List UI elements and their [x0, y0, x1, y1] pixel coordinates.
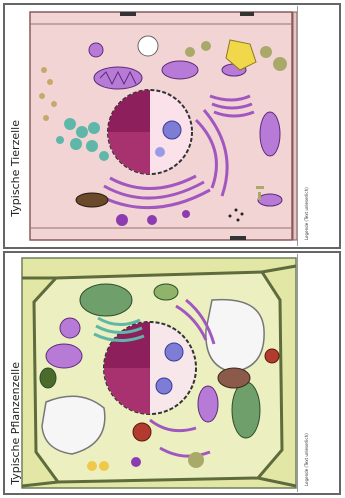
animal-lysosome [182, 210, 190, 218]
plant-mitochondrion [60, 318, 80, 338]
animal-peroxisome [260, 46, 272, 58]
plant-chloroplast [232, 382, 260, 438]
plant-amyloplast [218, 368, 250, 388]
animal-peroxisome [273, 57, 287, 71]
plant-peroxisome [265, 349, 279, 363]
animal-nucleolus [155, 147, 165, 157]
desmosome [230, 236, 246, 240]
desmosome [240, 12, 254, 16]
animal-smooth-er [70, 138, 82, 150]
animal-centriole [256, 186, 264, 189]
plant-nucleolus [165, 343, 183, 361]
plant-panel-title: Typische Pflanzenzelle [9, 362, 22, 485]
animal-pigment-granule [76, 193, 108, 207]
animal-secretory-granule [41, 67, 47, 73]
animal-vesicle [185, 47, 195, 57]
animal-smooth-er [86, 140, 98, 152]
plant-chloroplast [40, 368, 56, 388]
animal-smooth-er [88, 122, 100, 134]
animal-smooth-er [99, 151, 109, 161]
animal-smooth-er [64, 118, 76, 130]
plant-legend-text: Legende (Text unleserlich) [304, 260, 332, 486]
animal-ribosome-cluster [237, 219, 240, 222]
plant-chloroplast [80, 284, 132, 316]
plant-lysosome [131, 457, 141, 467]
plant-chloroplast [154, 284, 178, 300]
animal-ribosome-cluster [241, 213, 244, 216]
plant-peroxisome [133, 423, 151, 441]
animal-vacuole [138, 36, 158, 56]
plant-lipid-droplet [87, 461, 97, 471]
animal-mitochondrion [260, 112, 280, 156]
animal-ribosome-cluster [235, 209, 238, 212]
plant-mitochondrion [198, 386, 218, 422]
animal-secretory-granule [47, 79, 53, 85]
animal-legend-strip: Legende (Text unleserlich) [297, 6, 338, 246]
animal-smooth-er [76, 126, 88, 138]
animal-vesicle [201, 41, 211, 51]
animal-mitochondrion [258, 194, 282, 206]
plant-nucleolus [156, 378, 172, 394]
animal-secretory-granule [39, 93, 45, 99]
animal-smooth-er [56, 136, 64, 144]
animal-lysosome [89, 43, 103, 57]
animal-secretory-granule [51, 101, 57, 107]
animal-secretory-granule [43, 115, 49, 121]
animal-panel-title: Typische Tierzelle [9, 120, 22, 217]
plant-legend-strip: Legende (Text unleserlich) [297, 254, 338, 492]
plant-central-vacuole [206, 300, 264, 372]
plant-mitochondrion [46, 344, 82, 368]
animal-legend-text: Legende (Text unleserlich) [304, 12, 332, 240]
desmosome [120, 12, 136, 16]
animal-centriole [258, 192, 261, 200]
plant-lipid-droplet [99, 461, 109, 471]
animal-mitochondrion [94, 67, 142, 89]
animal-nucleolus [163, 121, 181, 139]
animal-lysosome [147, 215, 157, 225]
animal-lysosome [116, 214, 128, 226]
plant-vesicle [188, 452, 204, 468]
animal-ribosome-cluster [229, 215, 232, 218]
animal-mitochondrion [162, 61, 198, 79]
